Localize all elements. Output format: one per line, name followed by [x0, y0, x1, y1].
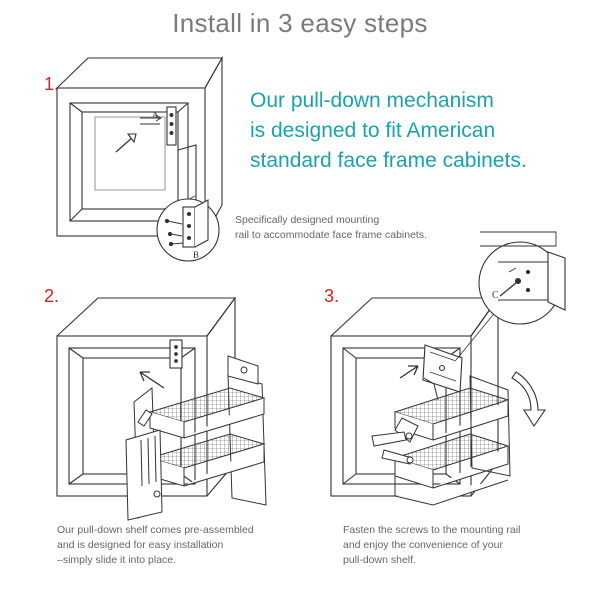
headline: Our pull-down mechanism is designed to f…	[250, 86, 590, 176]
step-2-cabinet-illustration	[56, 296, 237, 497]
callout-letter-c: C	[492, 290, 499, 301]
step-2-caption: Our pull-down shelf comes pre-assembled …	[57, 523, 254, 568]
headline-line-3: standard face frame cabinets.	[250, 149, 527, 172]
step-2-shelf-unit	[125, 355, 267, 521]
step-3-shelf-unit	[371, 375, 511, 506]
step-1-caption: Specifically designed mounting rail to a…	[235, 213, 427, 243]
callout-letter-a: A	[152, 110, 159, 120]
step-1-caption-line-2: rail to accommodate face frame cabinets.	[235, 229, 428, 241]
step-3-caption-line-2: and enjoy the convenience of your	[343, 539, 503, 551]
step-1-caption-line-1: Specifically designed mounting	[235, 214, 380, 226]
page-title: Install in 3 easy steps	[172, 8, 428, 38]
step-2-caption-line-2: and is designed for easy installation	[57, 539, 224, 551]
step-1-detail-callout	[156, 195, 220, 262]
step-2-caption-line-3: –simply slide it into place.	[57, 554, 177, 566]
step-2-caption-line-1: Our pull-down shelf comes pre-assembled	[57, 524, 254, 536]
step-3-interior-detail	[480, 231, 557, 247]
pull-down-arrow-icon	[511, 371, 547, 428]
headline-line-2: is designed to fit American	[250, 119, 496, 142]
headline-line-1: Our pull-down mechanism	[250, 89, 494, 112]
step-3-number: 3.	[324, 286, 340, 306]
callout-letter-b: B	[193, 250, 199, 260]
step-1-number: 1.	[44, 74, 60, 94]
step-3-caption: Fasten the screws to the mounting rail a…	[343, 523, 520, 568]
step-3-detail-callout	[455, 241, 566, 361]
step-3-cabinet-illustration	[330, 296, 500, 497]
step-1-cabinet-illustration	[56, 55, 223, 237]
step-3-caption-line-3: pull-down shelf.	[343, 554, 416, 566]
step-3-caption-line-1: Fasten the screws to the mounting rail	[343, 524, 521, 536]
step-2-number: 2.	[44, 286, 60, 306]
